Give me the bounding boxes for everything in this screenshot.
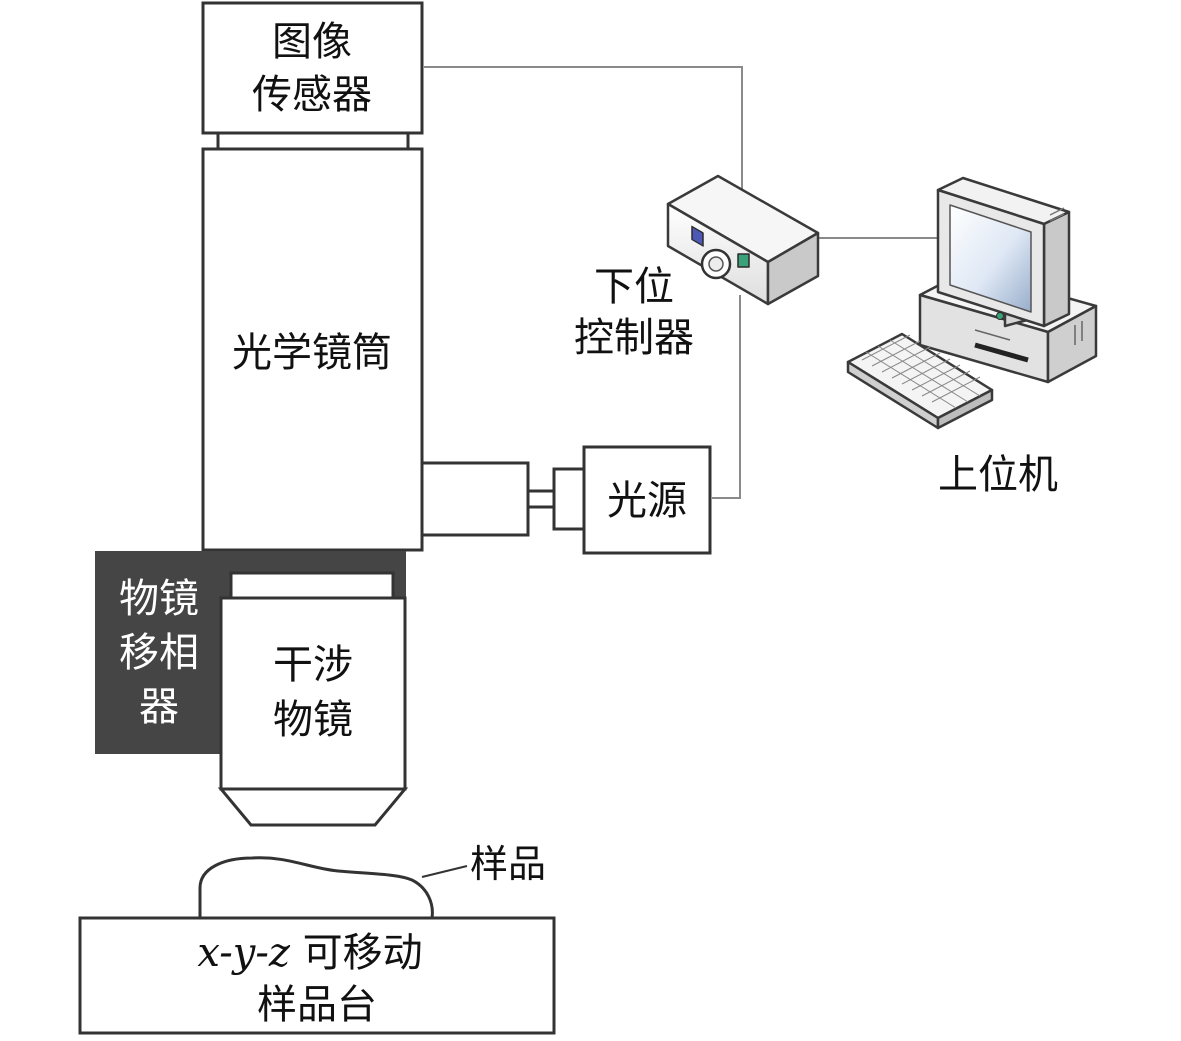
sample-label: 样品: [470, 842, 546, 886]
stage-axes-label: x-y-z: [197, 930, 290, 976]
host-computer: [846, 176, 1098, 430]
connection-lines: [424, 66, 938, 499]
monitor-screen: [949, 204, 1032, 313]
sample-shape: [198, 856, 434, 920]
light-source-collar: [552, 467, 586, 531]
sample-leader-line: [421, 865, 468, 878]
controller-green-indicator: [737, 253, 750, 268]
interference-objective-label-line2: 物镜: [273, 697, 353, 743]
light-source: 光源: [582, 445, 712, 555]
optical-tube: 光学镜筒: [201, 147, 424, 552]
computer-keyboard: [846, 332, 994, 430]
stage-label-line2: 样品台: [257, 982, 377, 1028]
objective-mount: [229, 571, 395, 600]
phase-shifter-label-line1: 物镜: [119, 576, 199, 622]
stage-label-line1: x-y-z 可移动: [197, 930, 422, 976]
image-sensor-label-line2: 传感器: [252, 72, 372, 118]
interference-objective: 干涉 物镜: [217, 596, 409, 827]
image-sensor-label-line1: 图像: [272, 19, 352, 65]
image-sensor: 图像 传感器: [201, 1, 424, 135]
stage-movable-label: 可移动: [290, 930, 423, 976]
interference-objective-label-line1: 干涉: [273, 642, 353, 688]
light-path-connector: [526, 489, 556, 509]
sensor-adapter: [216, 131, 410, 151]
controller-to-light-source-line: [712, 295, 741, 499]
light-source-label: 光源: [607, 478, 687, 524]
optical-tube-label: 光学镜筒: [232, 330, 392, 376]
computer-monitor: [936, 176, 1071, 328]
monitor-power-led: [996, 312, 1004, 320]
phase-shifter-label-line2: 移相: [119, 630, 199, 676]
light-path-arm: [420, 461, 530, 537]
sensor-to-controller-line: [424, 66, 743, 193]
host-computer-label: 上位机: [938, 452, 1058, 498]
controller-blue-indicator: [691, 225, 704, 247]
phase-shifter-label-line3: 器: [139, 684, 179, 730]
sample-stage: x-y-z 可移动 样品台: [78, 916, 556, 1035]
lower-controller-label-line2: 控制器: [574, 315, 694, 361]
lower-controller-device: [666, 174, 820, 306]
objective-lens-tip: [217, 787, 409, 827]
lower-controller-label-line1: 下位: [594, 264, 674, 310]
